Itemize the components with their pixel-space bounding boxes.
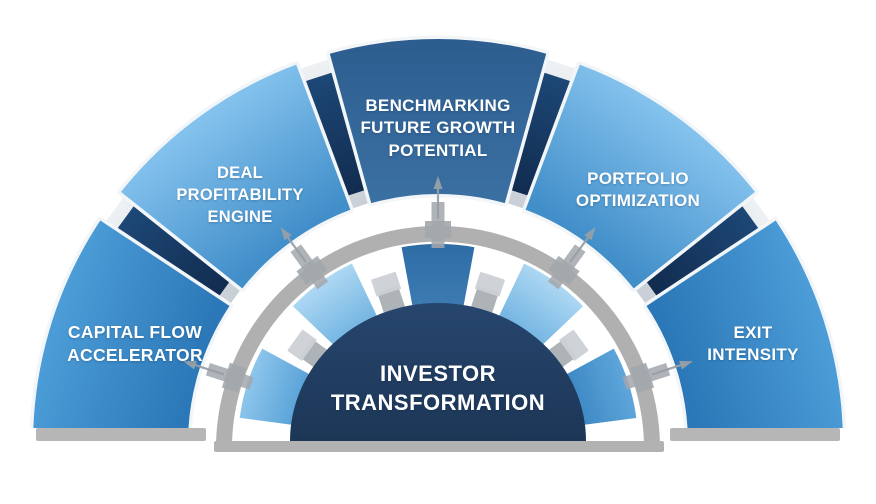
wheel-spoke-cap — [475, 271, 505, 297]
arrow-stem-capital-flow-accelerator — [192, 363, 225, 376]
wheel-spoke-cap — [559, 329, 589, 361]
center-dome — [290, 303, 586, 441]
arrow-head-benchmarking-future-growth-potential — [433, 176, 443, 189]
base-shadow-center — [214, 441, 664, 452]
segment-connector-collar — [296, 255, 328, 285]
segment-connector-collar — [629, 362, 655, 393]
arrow-stem-portfolio-optimization — [569, 235, 591, 263]
arrow-stem-deal-profitability-engine — [285, 235, 307, 263]
base-shadow-right — [670, 428, 840, 441]
direction-arrows — [183, 176, 693, 376]
hinge-bars — [106, 59, 770, 309]
segment-connector-collar — [548, 255, 580, 285]
segment-deal-profitability-engine — [117, 61, 354, 292]
segment-exit-intensity — [643, 217, 847, 428]
inner-wedge-benchmarking-future-growth-potential — [401, 243, 475, 307]
base-shadows — [36, 428, 840, 452]
arrow-head-exit-intensity — [679, 360, 693, 370]
arrow-stem-exit-intensity — [651, 363, 684, 376]
segment-connector-collar — [221, 362, 247, 393]
segment-portfolio-optimization — [522, 61, 759, 292]
segment-connector-collar — [425, 221, 451, 238]
arrow-head-portfolio-optimization — [584, 227, 596, 241]
arrow-head-capital-flow-accelerator — [183, 360, 197, 370]
wheel-spoke-cap — [287, 329, 317, 361]
fan-segments — [29, 35, 847, 428]
base-shadow-left — [36, 428, 206, 441]
segment-benchmarking-future-growth-potential — [326, 35, 550, 207]
segment-capital-flow-accelerator — [29, 217, 233, 428]
arrow-head-deal-profitability-engine — [280, 227, 292, 241]
wheel-spoke-cap — [371, 271, 401, 297]
